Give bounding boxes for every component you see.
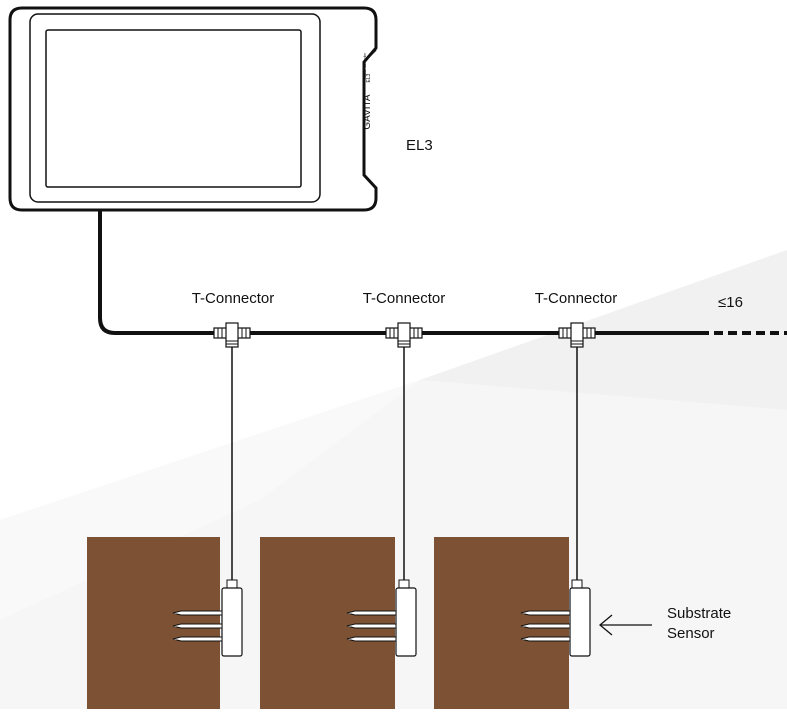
substrate-sensor-1 — [172, 579, 243, 657]
t-connector-3 — [558, 322, 596, 348]
el3-controller: GAVITA EL3 Master Controller — [8, 6, 378, 212]
controller-label: EL3 — [406, 137, 433, 154]
substrate-sensor-3 — [520, 579, 591, 657]
t-connector-1 — [213, 322, 251, 348]
controller-sub-text: Master Controller — [363, 52, 367, 80]
t-connector-label-3: T-Connector — [535, 290, 618, 307]
controller-model-text: EL3 — [366, 73, 372, 82]
sensor-callout-arrow — [598, 614, 652, 636]
substrate-sensor-2 — [346, 579, 417, 657]
substrate-block-1 — [87, 537, 220, 709]
t-connector-2 — [385, 322, 423, 348]
t-connector-label-2: T-Connector — [363, 290, 446, 307]
sensor-label-line2: Sensor — [667, 625, 715, 642]
chain-limit-label: ≤16 — [718, 294, 743, 311]
substrate-block-2 — [260, 537, 395, 709]
sensor-label-line1: Substrate — [667, 605, 731, 622]
controller-screen — [45, 29, 302, 188]
bus-cable — [98, 210, 700, 335]
t-connector-label-1: T-Connector — [192, 290, 275, 307]
controller-brand-text: GAVITA — [362, 94, 373, 130]
substrate-block-3 — [434, 537, 569, 709]
